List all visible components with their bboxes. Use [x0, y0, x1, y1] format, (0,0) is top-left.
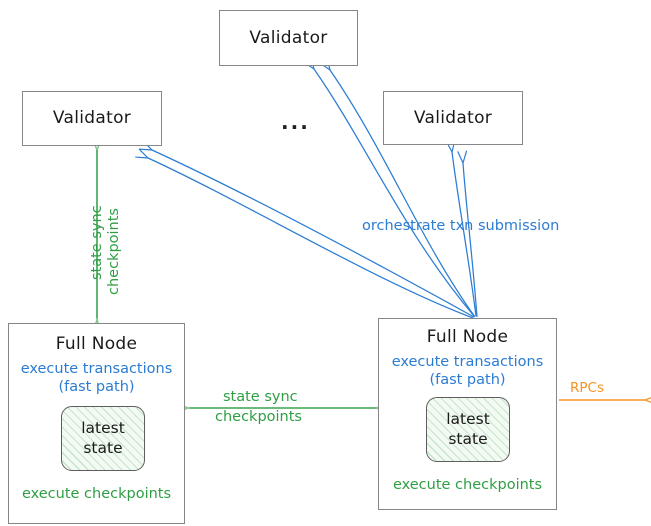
edge-fullnode-to-validator-top [314, 69, 476, 318]
edge-label-rpcs: RPCs [570, 380, 604, 396]
validator-node-top[interactable]: Validator [219, 10, 358, 66]
full-node-right-latest-state[interactable]: latest state [426, 397, 510, 462]
full-node-left[interactable]: Full Node execute transactions (fast pat… [8, 323, 185, 524]
full-node-left-execute-transactions: execute transactions [20, 361, 173, 377]
full-node-left-latest-state[interactable]: latest state [61, 406, 145, 471]
validator-left-label: Validator [52, 108, 132, 128]
full-node-left-state-line1: latest [81, 419, 125, 438]
edge-fullnode-to-validator-right [452, 152, 478, 318]
validator-ellipsis: ... [281, 110, 310, 134]
edge-fullnode-to-validator-left [148, 150, 475, 319]
validator-node-right[interactable]: Validator [383, 91, 523, 145]
full-node-left-fast-path: (fast path) [58, 379, 135, 395]
edge-label-state-sync-horizontal-line2: checkpoints [215, 409, 302, 425]
full-node-right-title: Full Node [426, 327, 509, 347]
full-node-right-state-line2: state [448, 429, 488, 448]
full-node-left-execute-checkpoints: execute checkpoints [21, 486, 172, 502]
edge-label-state-sync-vertical-line2: checkpoints [106, 208, 122, 295]
full-node-left-state-line2: state [83, 438, 123, 457]
full-node-right-state-line1: latest [446, 410, 490, 429]
edge-label-orchestrate-txn-submission: orchestrate txn submission [362, 218, 560, 234]
edge-label-state-sync-vertical-line1: state sync [89, 205, 105, 280]
validator-node-left[interactable]: Validator [22, 91, 162, 146]
full-node-right[interactable]: Full Node execute transactions (fast pat… [378, 318, 557, 510]
full-node-right-fast-path: (fast path) [429, 372, 506, 388]
validator-right-label: Validator [413, 108, 493, 128]
edge-label-state-sync-horizontal-line1: state sync [223, 389, 298, 405]
full-node-right-execute-transactions: execute transactions [391, 354, 544, 370]
full-node-right-execute-checkpoints: execute checkpoints [392, 477, 543, 493]
full-node-left-title: Full Node [55, 334, 138, 354]
validator-top-label: Validator [249, 28, 328, 48]
